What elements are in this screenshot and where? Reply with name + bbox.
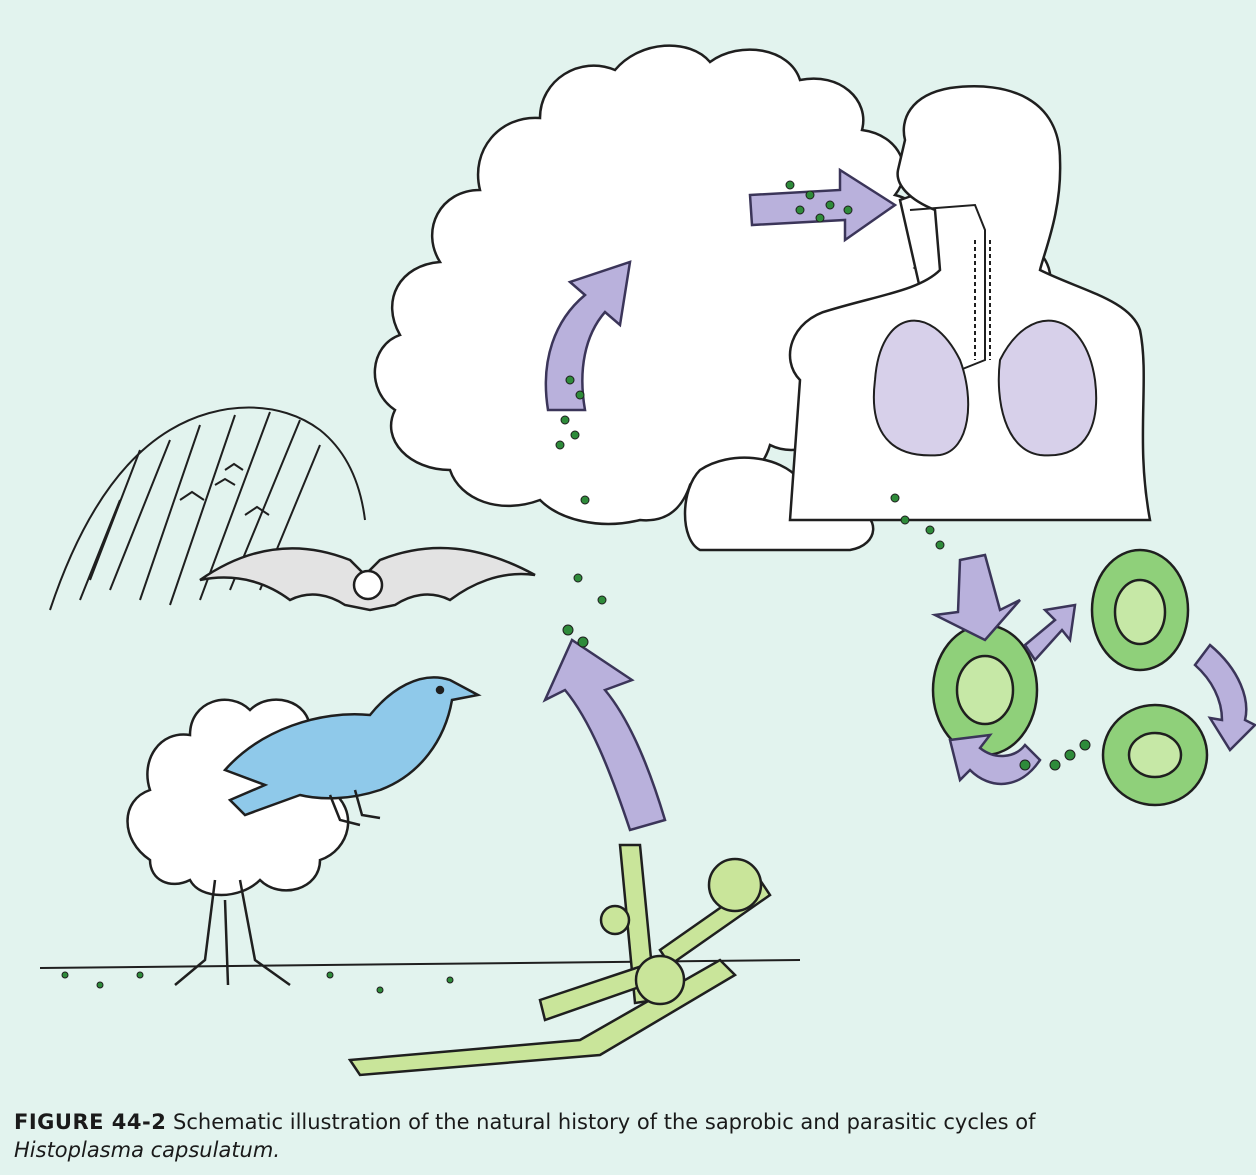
species-name: Histoplasma capsulatum. bbox=[14, 1138, 280, 1162]
bat-icon bbox=[200, 548, 535, 610]
caption-text: Schematic illustration of the natural hi… bbox=[173, 1110, 1036, 1134]
histoplasma-life-cycle-illustration bbox=[0, 0, 1256, 1090]
figure-caption: FIGURE 44-2 Schematic illustration of th… bbox=[14, 1108, 1244, 1164]
figure-label: FIGURE 44-2 bbox=[14, 1110, 166, 1134]
bird-icon bbox=[225, 677, 478, 825]
flying-bats-icon bbox=[180, 464, 269, 515]
